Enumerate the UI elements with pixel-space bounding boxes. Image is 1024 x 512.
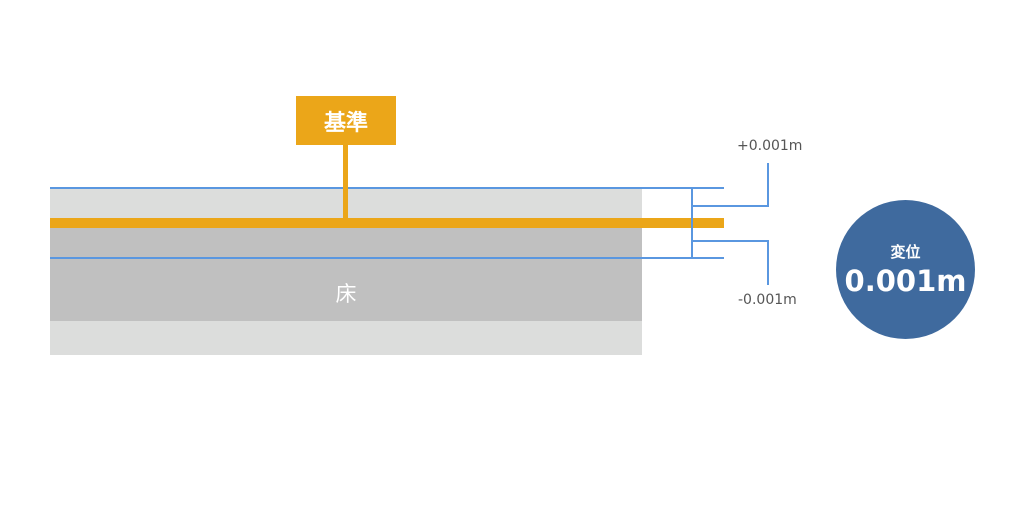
floor-body (50, 228, 642, 321)
lower-tolerance-label: -0.001m (738, 292, 797, 308)
reference-stem (343, 145, 348, 218)
reference-tag: 基準 (296, 96, 396, 145)
reference-line (50, 218, 724, 228)
lower-tolerance-line (50, 257, 724, 259)
upper-tolerance-line (50, 187, 724, 189)
upper-leader-h (692, 205, 769, 207)
lower-leader-v (767, 240, 769, 285)
floor-bottom-zone (50, 321, 642, 355)
displacement-badge: 変位 0.001m (836, 200, 975, 339)
upper-leader-v (767, 163, 769, 207)
floor-label: 床 (335, 282, 357, 306)
upper-tolerance-label: +0.001m (737, 138, 803, 154)
displacement-title: 変位 (890, 243, 921, 261)
lower-leader-h (692, 240, 769, 242)
displacement-value: 0.001m (844, 264, 967, 298)
tolerance-bracket-vertical (691, 188, 693, 258)
